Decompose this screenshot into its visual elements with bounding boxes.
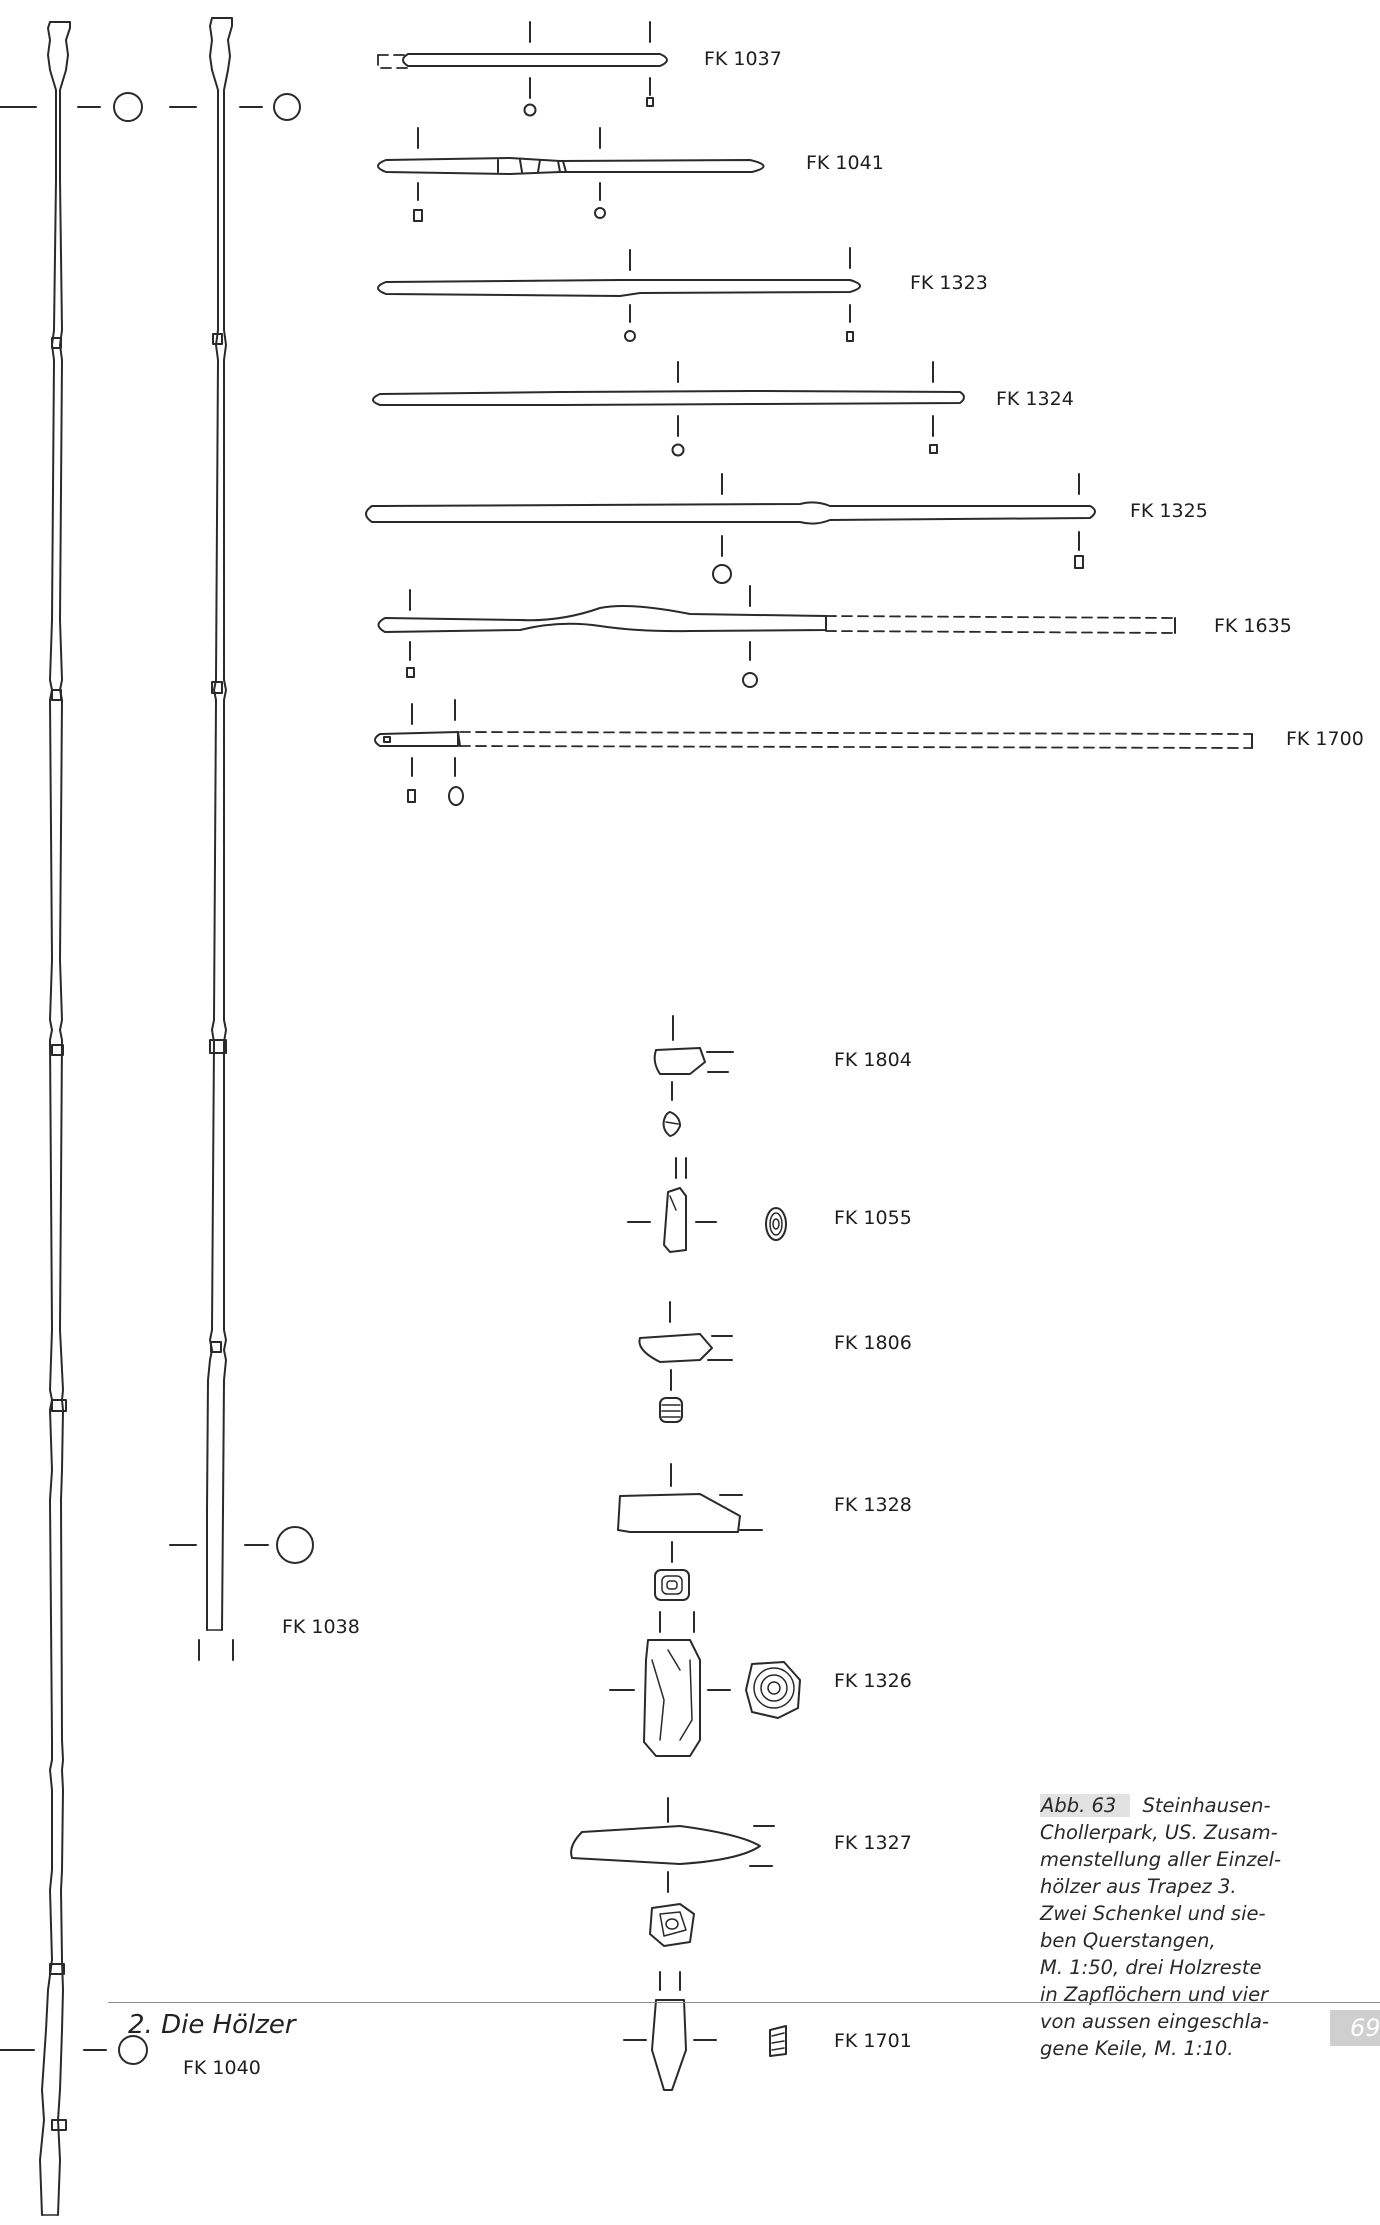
page-number: 69 — [1330, 2010, 1380, 2046]
label-fk1323: FK 1323 — [910, 272, 988, 294]
label-fk1326: FK 1326 — [834, 1670, 912, 1692]
label-fk1041: FK 1041 — [806, 152, 884, 174]
caption-line: gene Keile, M. 1:10. — [1040, 2037, 1234, 2060]
caption-line: M. 1:50, drei Holzreste — [1040, 1956, 1262, 1979]
caption-first-line: Abb. 63 Steinhausen- — [1040, 1792, 1340, 1819]
find-fk1806 — [638, 1301, 733, 1423]
find-fk1328 — [617, 1463, 763, 1601]
label-fk1324: FK 1324 — [996, 388, 1074, 410]
footer-rule — [108, 2002, 1380, 2003]
find-fk1701 — [623, 1971, 787, 2091]
caption-line: Chollerpark, US. Zusam- — [1040, 1821, 1278, 1844]
crossbar-fk1325 — [365, 473, 1096, 584]
figure-caption: Abb. 63 Steinhausen- Chollerpark, US. Zu… — [1040, 1792, 1340, 2062]
label-fk1040: FK 1040 — [183, 2057, 261, 2079]
caption-line: Zwei Schenkel und sie- — [1040, 1902, 1266, 1925]
label-fk1806: FK 1806 — [834, 1332, 912, 1354]
label-fk1635: FK 1635 — [1214, 615, 1292, 637]
find-fk1055 — [627, 1157, 787, 1253]
label-fk1325: FK 1325 — [1130, 500, 1208, 522]
caption-line: menstellung aller Einzel- — [1040, 1848, 1282, 1871]
caption-line: ben Querstangen, — [1040, 1929, 1216, 1952]
label-fk1701: FK 1701 — [834, 2030, 912, 2052]
crossbar-fk1323 — [377, 247, 861, 342]
crossbar-fk1700 — [374, 699, 1253, 806]
label-fk1327: FK 1327 — [834, 1832, 912, 1854]
label-fk1038: FK 1038 — [282, 1616, 360, 1638]
label-fk1037: FK 1037 — [704, 48, 782, 70]
crossbar-fk1037 — [377, 21, 668, 117]
caption-line: Steinhausen- — [1142, 1794, 1271, 1817]
find-fk1326 — [609, 1611, 801, 1757]
post-fk1038 — [169, 17, 314, 1661]
caption-line: von aussen eingeschla- — [1040, 2010, 1270, 2033]
crossbar-fk1041 — [377, 127, 765, 222]
caption-number: Abb. 63 — [1040, 1794, 1131, 1817]
label-fk1804: FK 1804 — [834, 1049, 912, 1071]
label-fk1328: FK 1328 — [834, 1494, 912, 1516]
caption-line: hölzer aus Trapez 3. — [1040, 1875, 1237, 1898]
post-fk1040 — [0, 21, 148, 2216]
label-fk1700: FK 1700 — [1286, 728, 1364, 750]
find-fk1327 — [570, 1797, 775, 1947]
caption-line: in Zapflöchern und vier — [1040, 1983, 1269, 2006]
label-fk1055: FK 1055 — [834, 1207, 912, 1229]
crossbar-fk1635 — [377, 585, 1176, 688]
find-fk1804 — [653, 1015, 734, 1137]
crossbar-fk1324 — [372, 361, 965, 457]
footer-section-title: 2. Die Hölzer — [128, 2010, 296, 2040]
